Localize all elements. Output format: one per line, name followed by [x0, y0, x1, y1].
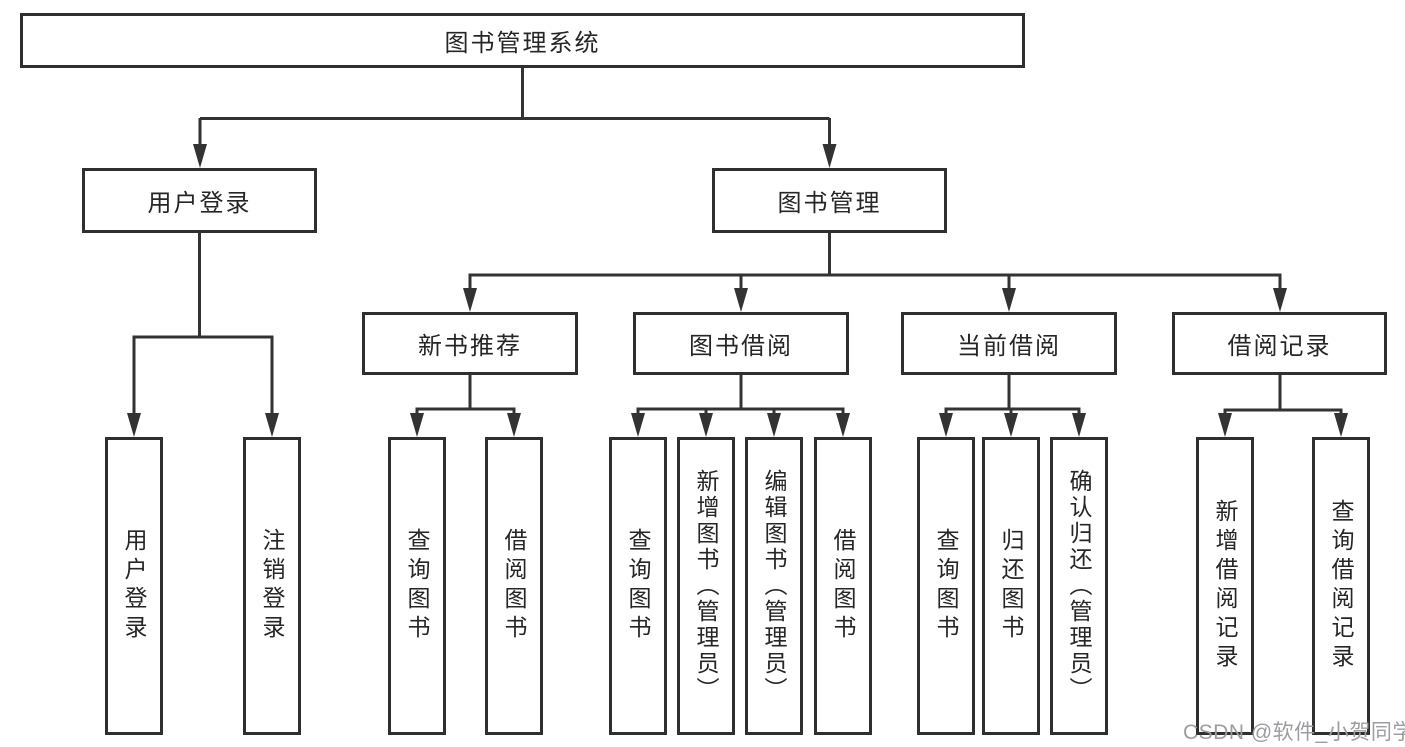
arrowhead: [1002, 288, 1016, 312]
edge-userlogin-to-leaves: [132, 231, 274, 416]
leaf-label: 借阅图书: [501, 528, 527, 644]
leaf-borrow-books-recommend: 借阅图书: [485, 437, 543, 735]
arrowheads: [127, 144, 1348, 437]
node-label: 用户登录: [147, 190, 252, 217]
node-label: 借阅记录: [1227, 333, 1332, 360]
edge-newbook-to-leaves: [415, 373, 516, 416]
leaf-query-books-borrowing: 查询图书: [609, 437, 667, 735]
leaf-label: 归还图书: [998, 528, 1024, 644]
arrowhead: [265, 413, 279, 437]
arrowhead: [631, 413, 645, 437]
arrowhead: [1072, 413, 1086, 437]
node-user-login: 用户登录: [82, 168, 317, 233]
arrowhead: [1273, 288, 1287, 312]
arrowhead: [1004, 413, 1018, 437]
edge-currentborrow-to-leaves: [944, 373, 1081, 416]
node-label: 图书管理系统: [444, 30, 601, 57]
node-label: 新书推荐: [418, 333, 522, 360]
arrowhead: [193, 144, 207, 168]
arrowhead: [822, 144, 837, 168]
arrowhead: [734, 288, 748, 312]
leaf-user-login: 用户登录: [105, 437, 163, 735]
leaf-borrow-books-borrowing: 借阅图书: [814, 437, 872, 735]
edge-bookborrow-to-leaves: [636, 373, 845, 416]
leaf-logout: 注销登录: [243, 437, 301, 735]
leaf-confirm-return-admin: 确认归还（管理员）: [1050, 437, 1108, 735]
leaf-query-books-current: 查询图书: [917, 437, 975, 735]
node-book-borrowing: 图书借阅: [633, 312, 849, 375]
arrowhead: [699, 413, 713, 437]
node-label: 图书管理: [777, 190, 882, 217]
arrowhead: [767, 413, 781, 437]
node-label: 图书借阅: [689, 333, 793, 360]
leaf-label: 确认归还（管理员）: [1066, 469, 1092, 703]
arrowhead: [939, 413, 953, 437]
arrowhead: [463, 288, 477, 312]
edge-bookmgmt-to-level3: [468, 231, 1282, 291]
node-current-borrowing: 当前借阅: [901, 312, 1117, 375]
leaf-label: 用户登录: [121, 528, 147, 644]
leaf-label: 编辑图书（管理员）: [761, 469, 787, 703]
node-root-system: 图书管理系统: [20, 13, 1025, 68]
leaf-label: 注销登录: [259, 528, 285, 644]
edge-root-to-level2: [198, 66, 831, 147]
leaf-label: 新增借阅记录: [1212, 499, 1238, 673]
arrowhead: [410, 413, 424, 437]
leaf-label: 借阅图书: [830, 528, 856, 644]
node-borrowing-records: 借阅记录: [1172, 312, 1387, 375]
leaf-query-borrow-record: 查询借阅记录: [1312, 437, 1370, 735]
leaf-add-books-admin: 新增图书（管理员）: [677, 437, 735, 735]
csdn-watermark: CSDN @软件_小贺同学: [1183, 721, 1405, 744]
leaf-return-books: 归还图书: [982, 437, 1040, 735]
arrowhead: [1334, 413, 1348, 437]
leaf-label: 查询图书: [933, 528, 959, 644]
node-book-management: 图书管理: [712, 168, 947, 233]
arrowhead: [836, 413, 850, 437]
leaf-edit-books-admin: 编辑图书（管理员）: [745, 437, 803, 735]
arrowhead: [127, 413, 141, 437]
leaf-label: 查询借阅记录: [1328, 499, 1354, 673]
node-new-book-recommend: 新书推荐: [362, 312, 578, 375]
edge-records-to-leaves: [1223, 373, 1343, 416]
leaf-add-borrow-record: 新增借阅记录: [1196, 437, 1254, 735]
node-label: 当前借阅: [957, 333, 1061, 360]
tree-edges: [132, 66, 1343, 416]
leaf-label: 新增图书（管理员）: [693, 469, 719, 703]
leaf-query-books-recommend: 查询图书: [388, 437, 446, 735]
leaf-label: 查询图书: [404, 528, 430, 644]
arrowhead: [507, 413, 521, 437]
leaf-label: 查询图书: [625, 528, 651, 644]
arrowhead: [1218, 413, 1232, 437]
